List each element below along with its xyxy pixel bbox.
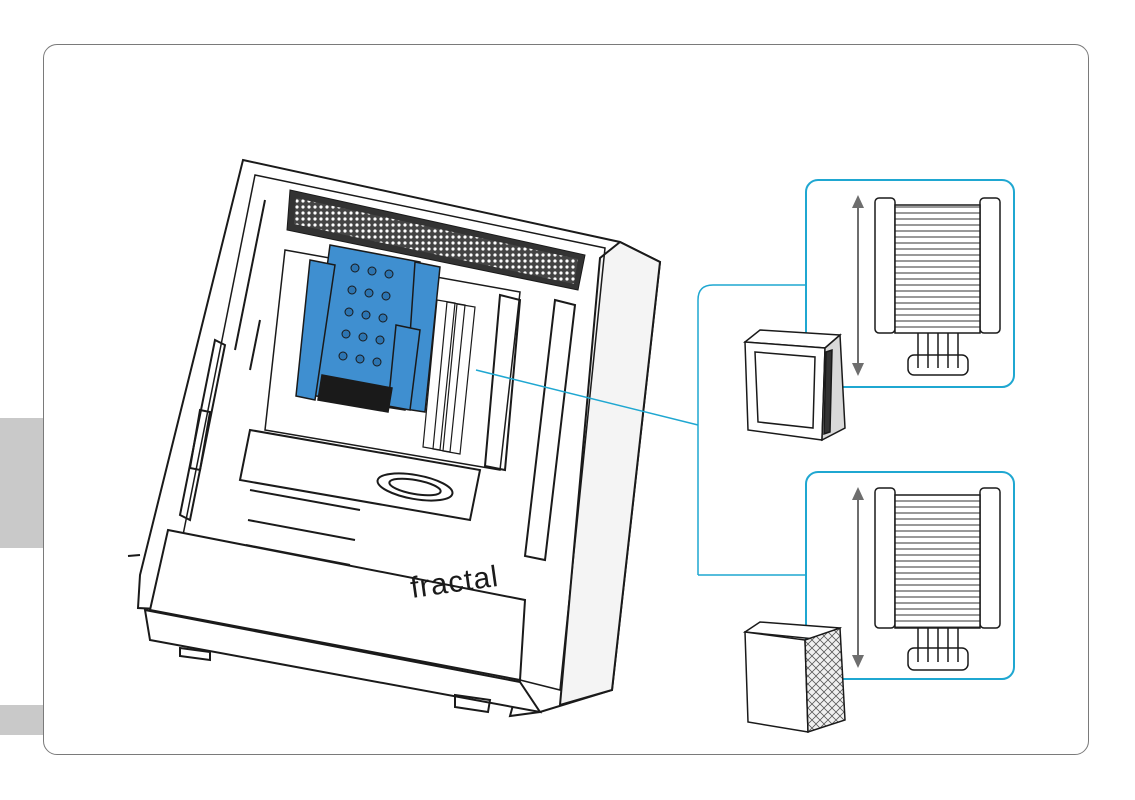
case-front-view-icon [745,330,845,440]
callout-top [745,180,1014,440]
cpu-cooler-highlight [296,245,440,412]
case-side-view-icon [745,622,845,732]
pc-case [128,160,660,716]
callout-bottom [745,472,1014,732]
